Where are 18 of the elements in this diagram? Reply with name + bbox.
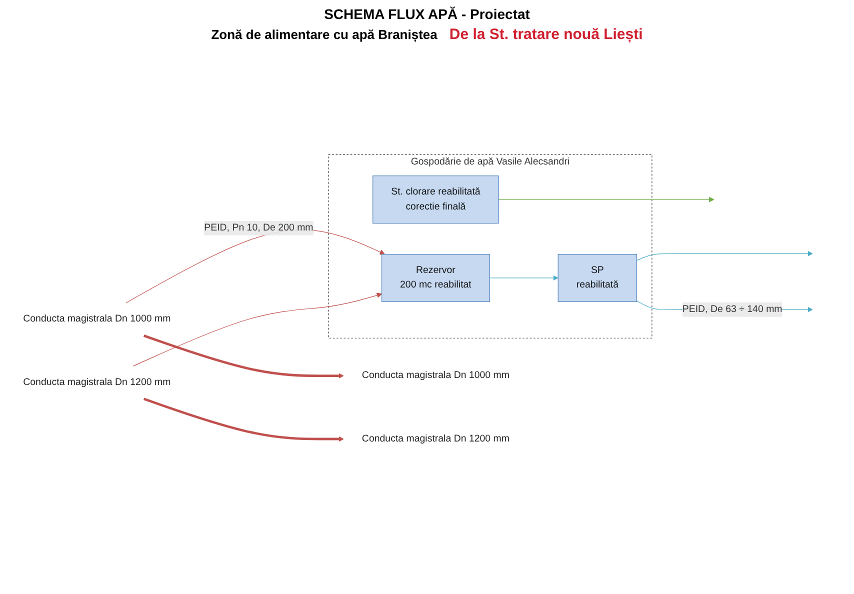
node-box: Rezervor 200 mc reabilitat [381,254,490,302]
node-text: Conducta magistrala Dn 1200 mm [23,377,171,388]
arrow [143,334,344,378]
edge-label: PEID, De 63 ÷ 140 mm [682,304,782,314]
node-text: Conducta magistrala Dn 1000 mm [362,370,510,381]
node-box: St. clorare reabilitată corectie finală [372,176,499,224]
diagram-title: SCHEMA FLUX APĂ - Proiectat [323,6,531,22]
arrow [143,398,344,442]
node-text: Conducta magistrala Dn 1200 mm [362,434,510,444]
arrow [132,292,382,366]
node-box: SP reabilitată [558,254,638,302]
node-text: Conducta magistrala Dn 1000 mm [23,314,171,324]
edge-label: PEID, Pn 10, De 200 mm [204,222,314,233]
subtitle: Zonă de alimentare cu apă Braniștea [211,27,438,42]
arrow [489,275,558,281]
arrow [636,250,813,261]
source-note: De la St. tratare nouă Liești [449,26,643,43]
arrow [498,196,714,202]
